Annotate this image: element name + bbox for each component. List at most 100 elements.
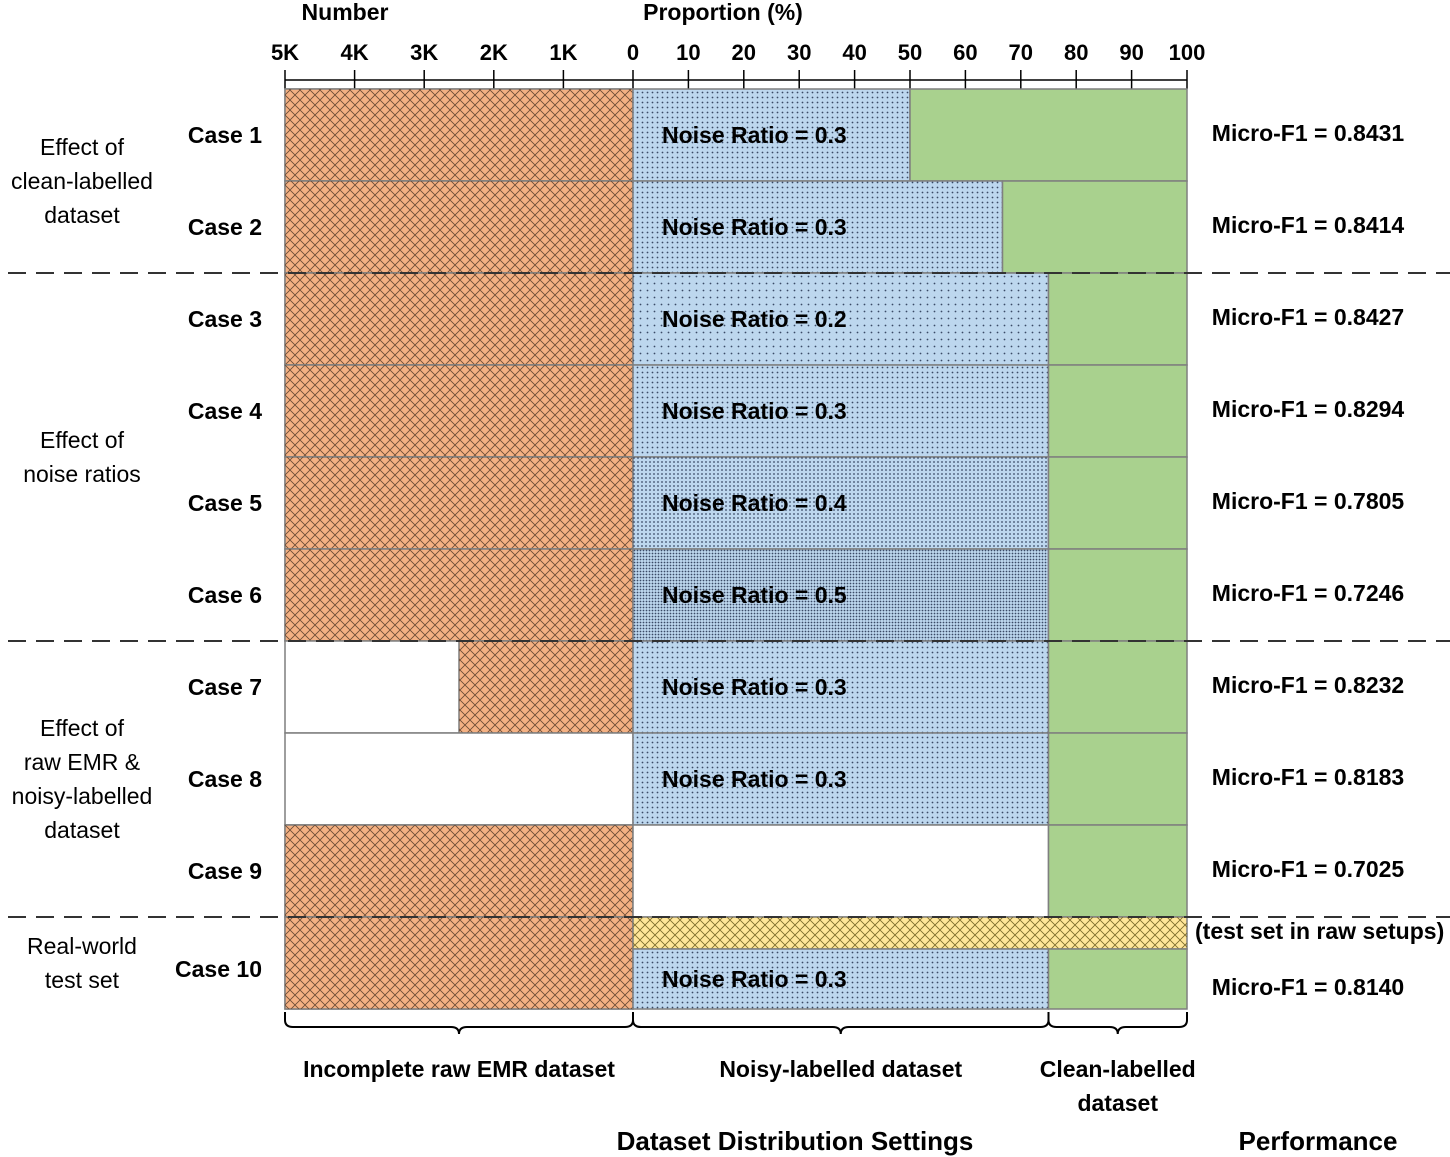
performance-label: Micro-F1 = 0.8427 <box>1212 304 1404 330</box>
performance-label: Micro-F1 = 0.8431 <box>1212 120 1405 146</box>
noisy-bar-pattern <box>633 549 1049 641</box>
group-label-line: dataset <box>44 817 120 843</box>
right-tick-label: 0 <box>627 40 639 65</box>
noisy-bar-pattern <box>633 641 1049 733</box>
performance-label: Micro-F1 = 0.8232 <box>1212 672 1404 698</box>
footer-title-performance: Performance <box>1239 1126 1398 1156</box>
raw-emr-bar-pattern <box>285 365 633 457</box>
case-label: Case 1 <box>188 122 262 148</box>
dataset-brace <box>284 1012 634 1035</box>
right-tick-label: 80 <box>1064 40 1088 65</box>
performance-label: Micro-F1 = 0.7246 <box>1212 580 1404 606</box>
group-label-line: raw EMR & <box>24 749 140 775</box>
raw-emr-bar-pattern <box>285 549 633 641</box>
performance-label: Micro-F1 = 0.7025 <box>1212 856 1405 882</box>
group-dividers <box>8 272 1450 918</box>
raw-emr-bar-pattern <box>285 273 633 365</box>
noisy-bar-pattern <box>633 89 910 181</box>
left-tick-label: 1K <box>549 40 577 65</box>
noisy-bar-pattern <box>633 273 1049 365</box>
group-label-line: dataset <box>44 202 120 228</box>
noisy-bar-pattern <box>633 457 1049 549</box>
footer-title-settings: Dataset Distribution Settings <box>617 1126 974 1156</box>
noise-ratio-label: Noise Ratio = 0.4 <box>662 490 847 516</box>
case-label: Case 10 <box>175 956 262 982</box>
noisy-frame <box>632 824 1050 918</box>
noise-ratio-label: Noise Ratio = 0.3 <box>662 766 847 792</box>
clean-bar <box>1047 824 1188 918</box>
group-label-line: test set <box>45 967 120 993</box>
group-label-line: Effect of <box>40 134 125 160</box>
right-axis-ticks: 0 10 20 30 40 50 60 70 80 90 100 <box>285 40 1205 89</box>
right-tick-label: 90 <box>1119 40 1143 65</box>
group-label-line: noise ratios <box>23 461 141 487</box>
dataset-brace-label: Clean-labelled <box>1040 1056 1196 1082</box>
clean-bar <box>1047 640 1188 734</box>
raw-emr-frame <box>284 732 634 826</box>
clean-bar <box>1047 732 1188 826</box>
left-tick-label: 2K <box>480 40 508 65</box>
noisy-bar-pattern <box>633 949 1049 1009</box>
noise-ratio-label: Noise Ratio = 0.3 <box>662 674 847 700</box>
clean-bar <box>1047 548 1188 642</box>
test-set-label: (test set in raw setups) <box>1195 918 1444 944</box>
left-axis-ticks: 5K 4K 3K 2K 1K <box>271 40 578 89</box>
right-tick-label: 40 <box>842 40 866 65</box>
case-label: Case 6 <box>188 582 262 608</box>
clean-bar <box>1047 456 1188 550</box>
raw-emr-bar-pattern <box>285 917 633 1009</box>
dataset-braces: Incomplete raw EMR dataset Noisy-labelled… <box>284 1012 1196 1116</box>
noise-ratio-label: Noise Ratio = 0.3 <box>662 966 847 992</box>
case-label: Case 9 <box>188 858 262 884</box>
case-label: Case 8 <box>188 766 262 792</box>
group-label-line: clean-labelled <box>11 168 153 194</box>
case-label: Case 4 <box>188 398 262 424</box>
clean-bar <box>1047 364 1188 458</box>
performance-label: Micro-F1 = 0.8294 <box>1212 396 1405 422</box>
right-tick-label: 60 <box>953 40 977 65</box>
group-label-line: noisy-labelled <box>12 783 153 809</box>
performance-label: Micro-F1 = 0.8414 <box>1212 212 1405 238</box>
raw-emr-bar-pattern <box>285 825 633 917</box>
right-tick-label: 30 <box>787 40 811 65</box>
noise-ratio-label: Noise Ratio = 0.3 <box>662 398 847 424</box>
dataset-brace <box>1047 1012 1188 1035</box>
noisy-bar-pattern <box>633 365 1049 457</box>
left-tick-label: 3K <box>410 40 438 65</box>
left-tick-label: 5K <box>271 40 299 65</box>
dataset-brace-label: Incomplete raw EMR dataset <box>303 1056 615 1082</box>
case-label: Case 5 <box>188 490 262 516</box>
noisy-bar-pattern <box>633 733 1049 825</box>
clean-bar <box>909 88 1188 182</box>
right-tick-label: 100 <box>1169 40 1206 65</box>
right-tick-label: 50 <box>898 40 922 65</box>
group-label-line: Effect of <box>40 715 125 741</box>
left-axis-title: Number <box>302 0 389 25</box>
clean-bar <box>1001 180 1188 274</box>
raw-emr-bar-pattern <box>285 457 633 549</box>
performance-label: Micro-F1 = 0.7805 <box>1212 488 1405 514</box>
right-axis-title: Proportion (%) <box>643 0 803 25</box>
raw-emr-bar-pattern <box>285 181 633 273</box>
noise-ratio-label: Noise Ratio = 0.3 <box>662 122 847 148</box>
right-tick-label: 70 <box>1009 40 1033 65</box>
left-tick-label: 4K <box>341 40 369 65</box>
noise-ratio-label: Noise Ratio = 0.3 <box>662 214 847 240</box>
clean-bar <box>1047 272 1188 366</box>
dataset-brace-label: Noisy-labelled dataset <box>719 1056 962 1082</box>
group-label-line: Real-world <box>27 933 137 959</box>
case-label: Case 7 <box>188 674 262 700</box>
noisy-bar-pattern <box>633 181 1003 273</box>
clean-bar <box>1047 948 1188 1010</box>
raw-emr-bar-pattern <box>285 89 633 181</box>
dataset-brace <box>632 1012 1050 1035</box>
test-set-bar-pattern <box>633 917 1187 949</box>
dataset-brace-label: dataset <box>1077 1090 1158 1116</box>
case-label: Case 2 <box>188 214 262 240</box>
right-tick-label: 20 <box>732 40 756 65</box>
right-tick-label: 10 <box>676 40 700 65</box>
